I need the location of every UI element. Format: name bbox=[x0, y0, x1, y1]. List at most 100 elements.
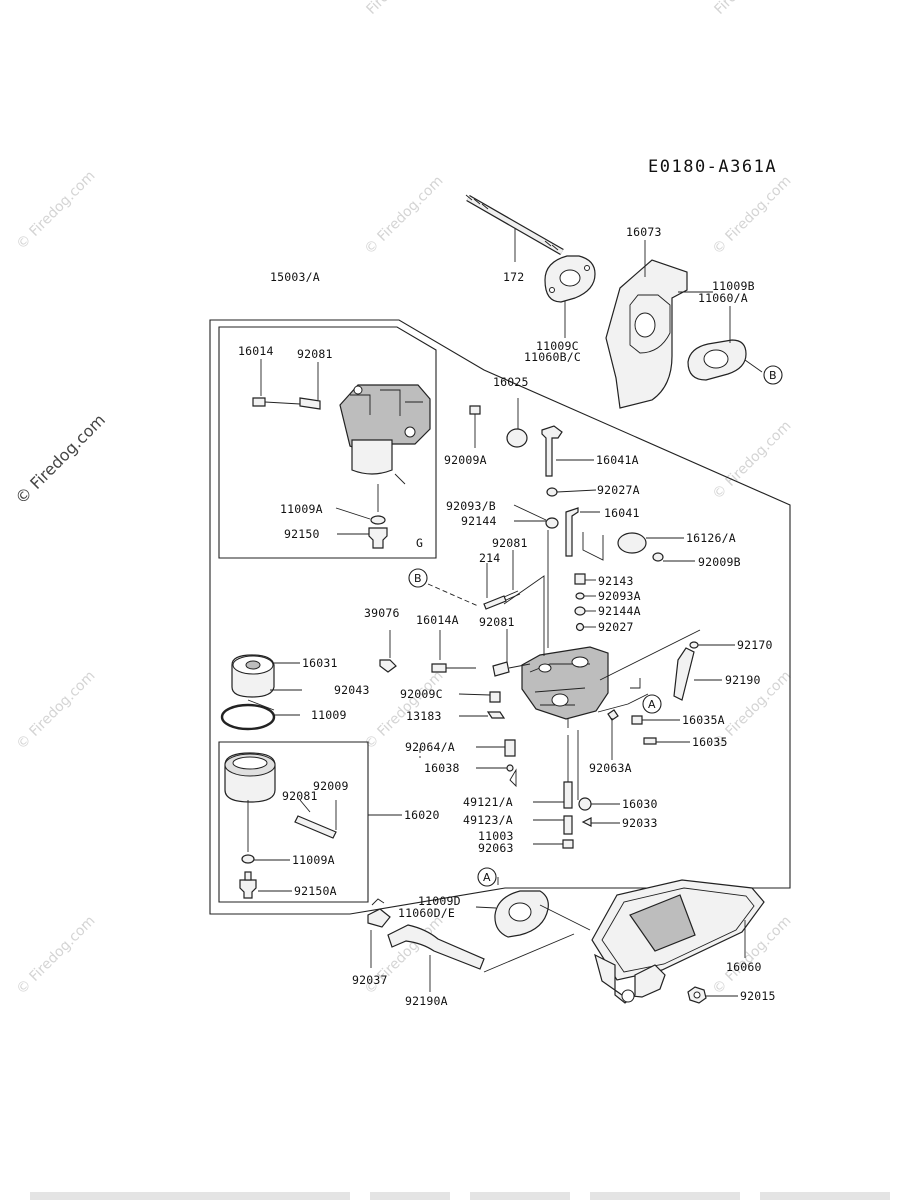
hose-92190A bbox=[387, 924, 575, 992]
label-16020: 16020 bbox=[404, 808, 440, 822]
gasket-11009C bbox=[544, 255, 596, 338]
watermark: © Firedog.com bbox=[362, 173, 447, 258]
label-g: G bbox=[416, 536, 423, 550]
label-92009A: 92009A bbox=[444, 453, 487, 467]
gasket-11009D bbox=[475, 877, 591, 938]
label-16126A: 16126/A bbox=[686, 531, 736, 545]
label-15003A: 15003/A bbox=[270, 270, 320, 284]
watermark: Firedog.com bbox=[712, 0, 784, 18]
svg-text:B: B bbox=[414, 572, 422, 585]
label-92150A: 92150A bbox=[294, 884, 337, 898]
ref-b-mid bbox=[408, 568, 428, 588]
label-92190A: 92190A bbox=[405, 994, 448, 1008]
label-92027: 92027 bbox=[598, 620, 634, 634]
label-92063A: 92063A bbox=[589, 761, 632, 775]
main-jet-parts bbox=[533, 730, 620, 849]
label-39076: 39076 bbox=[364, 606, 400, 620]
watermark: © Firedog.com bbox=[14, 168, 99, 253]
label-16041: 16041 bbox=[604, 506, 640, 520]
label-92009B: 92009B bbox=[698, 555, 741, 569]
label-92093B: 92093/B bbox=[446, 499, 496, 513]
right-small-parts bbox=[574, 573, 596, 632]
right-side-parts bbox=[597, 629, 735, 760]
label-16014: 16014 bbox=[238, 344, 274, 358]
label-92033: 92033 bbox=[622, 816, 658, 830]
label-92190: 92190 bbox=[725, 673, 761, 687]
carb-assembly-g bbox=[252, 359, 431, 549]
label-92009: 92009 bbox=[313, 779, 349, 793]
insulator-16073 bbox=[605, 240, 713, 409]
float-16031 bbox=[231, 654, 302, 711]
label-92144A: 92144A bbox=[598, 604, 641, 618]
label-11009D: 11009D bbox=[418, 894, 461, 908]
ref-b-top bbox=[763, 365, 783, 385]
part-labels: 172 16073 11009B 11060/A 11009C 11060B/C… bbox=[238, 225, 775, 1008]
label-92081: 92081 bbox=[492, 536, 528, 550]
label-92063: 92063 bbox=[478, 841, 514, 855]
label-172: 172 bbox=[503, 270, 524, 284]
ref-a-bottom bbox=[477, 867, 497, 887]
assembly-frames bbox=[209, 319, 791, 915]
label-11009: 11009 bbox=[311, 708, 347, 722]
label-11003: 11003 bbox=[478, 829, 514, 843]
svg-text:B: B bbox=[769, 369, 777, 382]
label-92081: 92081 bbox=[479, 615, 515, 629]
air-cleaner-16060 bbox=[591, 879, 765, 1004]
carb-body bbox=[521, 646, 609, 728]
watermark-main: © Firedog.com bbox=[11, 410, 109, 508]
label-11009C: 11009C bbox=[536, 339, 579, 353]
label-92144: 92144 bbox=[461, 514, 497, 528]
label-49123A: 49123/A bbox=[463, 813, 513, 827]
drain-screw bbox=[239, 854, 292, 899]
label-16014A: 16014A bbox=[416, 613, 459, 627]
label-16041A: 16041A bbox=[596, 453, 639, 467]
label-16038: 16038 bbox=[424, 761, 460, 775]
rod-172 bbox=[465, 194, 564, 262]
label-92043: 92043 bbox=[334, 683, 370, 697]
label-92081: 92081 bbox=[297, 347, 333, 361]
nut-92015 bbox=[687, 986, 738, 1004]
watermark: © Firedog.com bbox=[710, 173, 795, 258]
bowl-16020 bbox=[224, 752, 402, 852]
left-small-parts bbox=[379, 550, 545, 788]
label-92093A: 92093A bbox=[598, 589, 641, 603]
label-16073: 16073 bbox=[626, 225, 662, 239]
label-16025: 16025 bbox=[493, 375, 529, 389]
label-92009C: 92009C bbox=[400, 687, 443, 701]
footer-strip bbox=[30, 1192, 890, 1200]
choke-shaft-group bbox=[469, 398, 695, 648]
label-92150: 92150 bbox=[284, 527, 320, 541]
label-11009A: 11009A bbox=[280, 502, 323, 516]
label-16030: 16030 bbox=[622, 797, 658, 811]
oring-11009 bbox=[220, 703, 300, 731]
watermarks: © Firedog.com © Firedog.com © Firedog.co… bbox=[11, 0, 794, 998]
watermark: © Firedog.com bbox=[710, 418, 795, 503]
label-92037: 92037 bbox=[352, 973, 388, 987]
label-92143: 92143 bbox=[598, 574, 634, 588]
label-214: 214 bbox=[479, 551, 500, 565]
label-92064A: 92064/A bbox=[405, 740, 455, 754]
label-16031: 16031 bbox=[302, 656, 338, 670]
svg-text:A: A bbox=[648, 698, 656, 711]
label-92027A: 92027A bbox=[597, 483, 640, 497]
label-11060DE: 11060D/E bbox=[398, 906, 455, 920]
label-92170: 92170 bbox=[737, 638, 773, 652]
label-11009A: 11009A bbox=[292, 853, 335, 867]
diagram-code: E0180-A361A bbox=[648, 157, 777, 177]
label-11060BC: 11060B/C bbox=[524, 350, 581, 364]
ref-a-mid bbox=[642, 694, 662, 714]
watermark: © Firedog.com bbox=[14, 668, 99, 753]
watermark: Firedog.com bbox=[364, 0, 436, 18]
reference-markers: B B A A bbox=[408, 365, 783, 887]
label-13183: 13183 bbox=[406, 709, 442, 723]
clamp-92037 bbox=[367, 898, 391, 968]
label-11009B: 11009B bbox=[712, 279, 755, 293]
svg-text:A: A bbox=[483, 871, 491, 884]
label-49121A: 49121/A bbox=[463, 795, 513, 809]
label-16035: 16035 bbox=[692, 735, 728, 749]
gasket-11009B bbox=[687, 306, 763, 381]
watermark: © Firedog.com bbox=[14, 913, 99, 998]
label-92081: 92081 bbox=[282, 789, 318, 803]
label-16035A: 16035A bbox=[682, 713, 725, 727]
